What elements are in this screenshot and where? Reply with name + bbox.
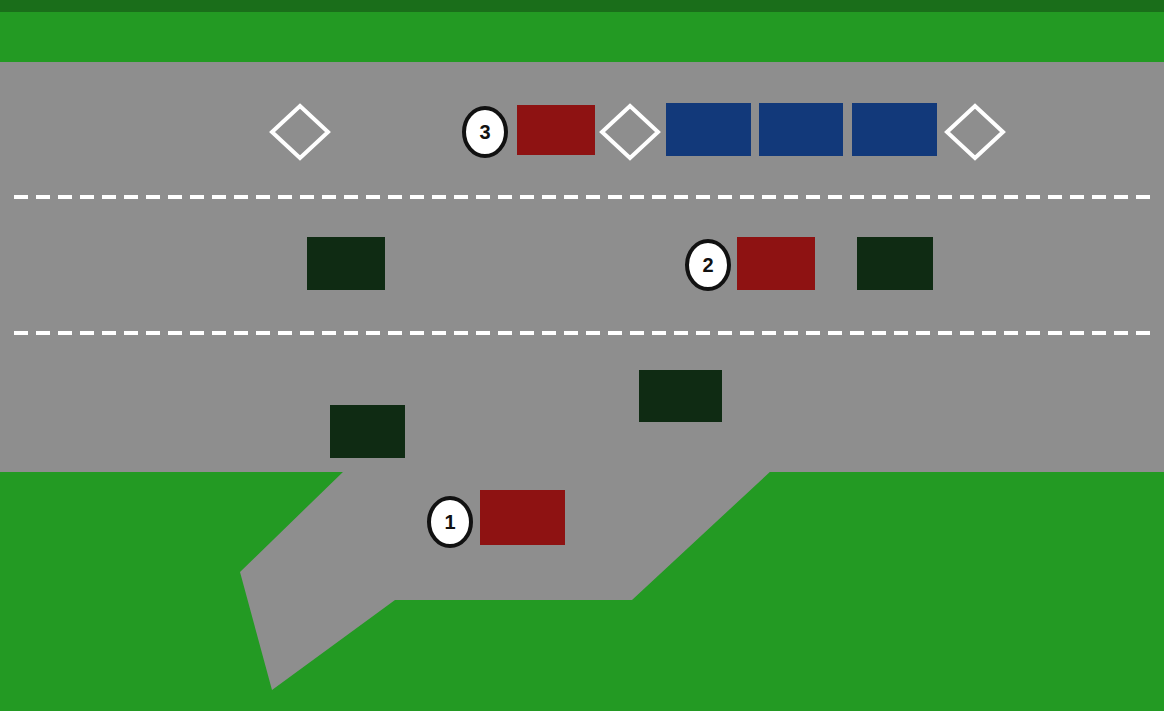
grass-edge xyxy=(0,0,1164,12)
green-car xyxy=(857,237,933,290)
green-car xyxy=(639,370,722,422)
road-surface xyxy=(0,62,1164,472)
hov-diamond xyxy=(272,106,328,158)
red-car xyxy=(517,105,595,155)
hov-diamond xyxy=(602,106,658,158)
callout-number: 1 xyxy=(444,512,455,532)
red-car xyxy=(480,490,565,545)
red-car xyxy=(737,237,815,290)
hov-diamond xyxy=(947,106,1003,158)
on-ramp xyxy=(240,470,772,690)
callout-circle: 2 xyxy=(685,239,731,291)
blue-car xyxy=(852,103,937,156)
blue-car xyxy=(759,103,843,156)
callout-circle: 3 xyxy=(462,106,508,158)
lane-divider xyxy=(14,195,1150,199)
lane-divider xyxy=(14,331,1150,335)
callout-number: 3 xyxy=(479,122,490,142)
blue-car xyxy=(666,103,751,156)
green-car xyxy=(307,237,385,290)
callout-circle: 1 xyxy=(427,496,473,548)
callout-number: 2 xyxy=(702,255,713,275)
green-car xyxy=(330,405,405,458)
